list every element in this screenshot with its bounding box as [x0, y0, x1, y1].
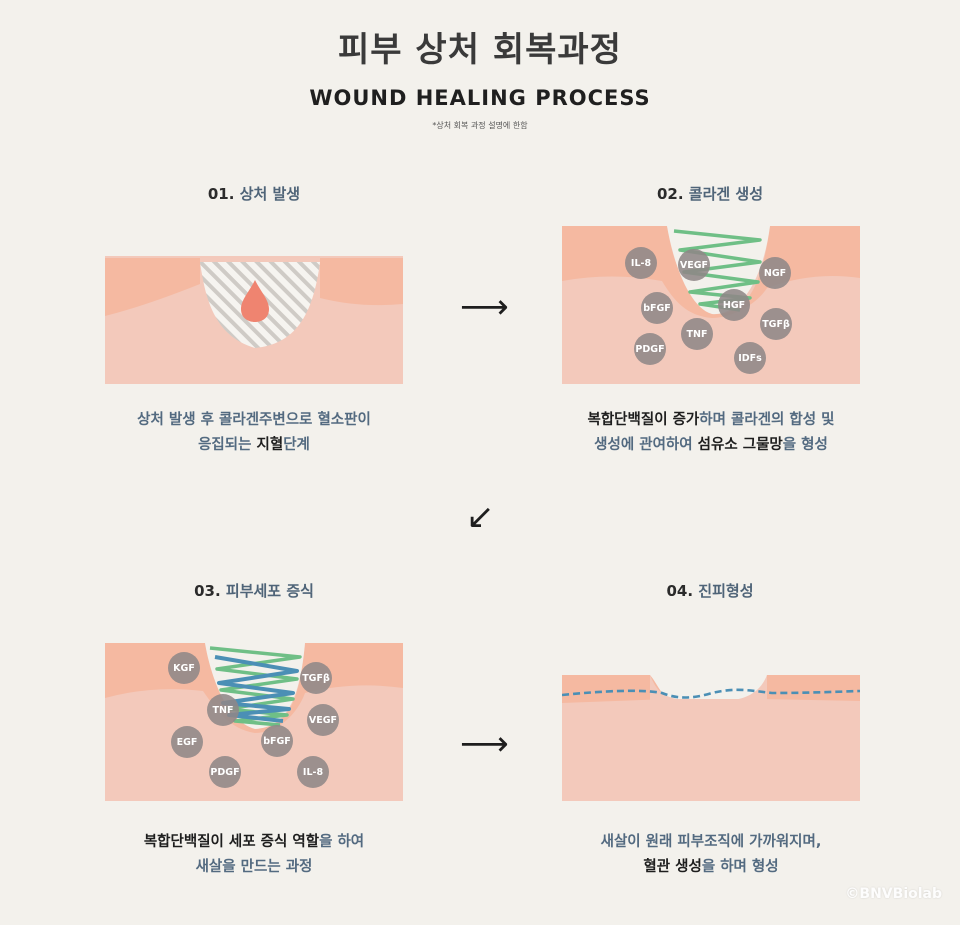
svg-text:IL-8: IL-8 [303, 767, 324, 778]
step-3-description: 복합단백질이 세포 증식 역할을 하여 새살을 만드는 과정 [143, 834, 365, 875]
svg-text:bFGF: bFGF [263, 736, 291, 747]
cell-il8: IL-8 [297, 756, 329, 788]
step-1-title: 01. 상처 발생 [104, 183, 404, 204]
svg-text:HGF: HGF [723, 300, 745, 311]
cell-vegf: VEGF [307, 704, 339, 736]
step-1-illustration [105, 226, 403, 384]
step-2-title: 02. 콜라겐 생성 [560, 183, 860, 204]
cell-kgf: KGF [168, 652, 200, 684]
cell-idfs: IDFs [734, 342, 766, 374]
step-2-illustration: IL-8 VEGF NGF bFGF HGF TGFβ TNF PDGF IDF… [562, 226, 860, 384]
arrow-down-left-icon: ↙ [466, 497, 495, 537]
svg-text:NGF: NGF [764, 268, 786, 279]
blood-drop-icon [241, 280, 269, 322]
step-3-number: 03. [194, 582, 221, 600]
cell-tnf: TNF [681, 318, 713, 350]
cell-pdgf: PDGF [634, 333, 666, 365]
copyright: ©BNVBiolab [845, 886, 942, 902]
cell-vegf: VEGF [678, 249, 710, 281]
step-2-label: 콜라겐 생성 [688, 185, 764, 203]
svg-text:EGF: EGF [177, 737, 198, 748]
svg-text:IL-8: IL-8 [631, 258, 652, 269]
cell-ngf: NGF [759, 257, 791, 289]
step-1-description: 상처 발생 후 콜라겐주변으로 혈소판이 응집되는 지혈단계 [137, 412, 371, 453]
step-4-label: 진피형성 [698, 582, 754, 600]
step-4-illustration [562, 643, 860, 801]
svg-text:PDGF: PDGF [635, 344, 664, 355]
step-4-title: 04. 진피형성 [560, 580, 860, 601]
step-2-number: 02. [656, 185, 684, 203]
svg-text:VEGF: VEGF [309, 715, 337, 726]
svg-text:TNF: TNF [213, 705, 234, 716]
step-4-description: 새살이 원래 피부조직에 가까워지며, 혈관 생성을 하며 형성 [600, 834, 822, 875]
page-title: 피부 상처 회복과정 [338, 30, 622, 70]
blood-vessel-line [562, 688, 860, 699]
cell-pdgf: PDGF [209, 756, 241, 788]
step-3-illustration: KGF TGFβ TNF VEGF EGF bFGF PDGF IL-8 [105, 643, 403, 801]
cell-tgfb: TGFβ [300, 662, 332, 694]
svg-text:KGF: KGF [173, 663, 195, 674]
step-4-number: 04. [666, 582, 694, 600]
cell-bfgf: bFGF [261, 725, 293, 757]
step-2-description: 복합단백질이 증가하며 콜라겐의 합성 및 생성에 관여하여 섬유소 그물망을 … [587, 412, 835, 453]
svg-text:PDGF: PDGF [210, 767, 239, 778]
arrow-right-icon: ⟶ [460, 287, 509, 327]
svg-text:TGFβ: TGFβ [762, 319, 790, 330]
svg-text:bFGF: bFGF [643, 303, 671, 314]
svg-text:TGFβ: TGFβ [302, 673, 330, 684]
cell-bfgf: bFGF [641, 292, 673, 324]
footnote: *상처 회복 과정 설명에 한함 [432, 121, 528, 130]
step-1-number: 01. [207, 185, 235, 203]
cell-il8: IL-8 [625, 247, 657, 279]
step-1-label: 상처 발생 [239, 185, 301, 203]
cell-tnf: TNF [207, 694, 239, 726]
cell-tgfb: TGFβ [760, 308, 792, 340]
cell-egf: EGF [171, 726, 203, 758]
svg-text:VEGF: VEGF [680, 260, 708, 271]
arrow-right-icon: ⟶ [460, 724, 509, 764]
svg-text:TNF: TNF [687, 329, 708, 340]
cell-hgf: HGF [718, 289, 750, 321]
page-subtitle: WOUND HEALING PROCESS [309, 86, 651, 110]
step-3-label: 피부세포 증식 [225, 582, 314, 600]
svg-text:IDFs: IDFs [738, 353, 762, 364]
step-3-title: 03. 피부세포 증식 [104, 580, 404, 601]
